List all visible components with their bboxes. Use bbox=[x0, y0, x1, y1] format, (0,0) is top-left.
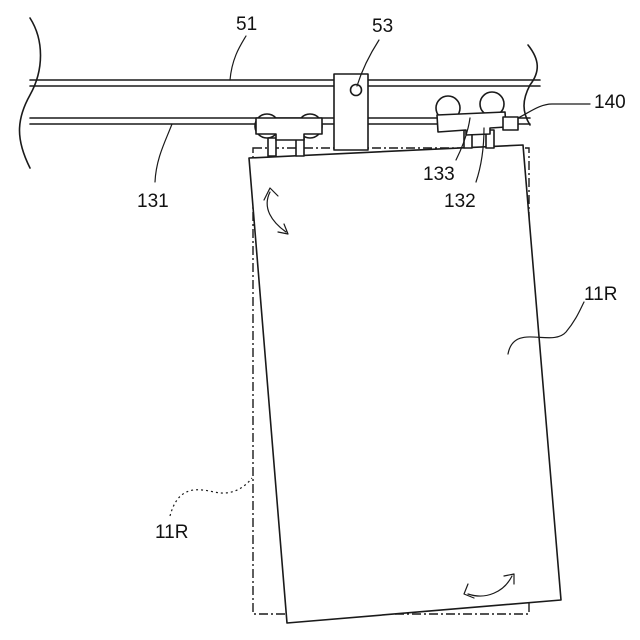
label-140: 140 bbox=[594, 92, 626, 113]
label-11R-right: 11R bbox=[584, 284, 617, 305]
leader-51 bbox=[230, 36, 246, 80]
upper-rail bbox=[30, 80, 540, 86]
leader-11R-left bbox=[170, 478, 252, 516]
left-break-line bbox=[20, 18, 41, 168]
stopper-block bbox=[503, 117, 518, 130]
left-roller-carriage bbox=[255, 114, 322, 156]
leader-131 bbox=[155, 124, 172, 182]
label-11R-left: 11R bbox=[155, 522, 188, 543]
right-roller-carriage bbox=[436, 92, 506, 148]
label-51: 51 bbox=[236, 14, 257, 35]
label-131: 131 bbox=[137, 191, 169, 212]
label-133: 133 bbox=[423, 164, 455, 185]
panel-rotated bbox=[249, 145, 561, 623]
leader-140 bbox=[518, 104, 590, 118]
label-132: 132 bbox=[444, 191, 476, 212]
bracket bbox=[334, 74, 368, 150]
label-53: 53 bbox=[372, 16, 393, 37]
